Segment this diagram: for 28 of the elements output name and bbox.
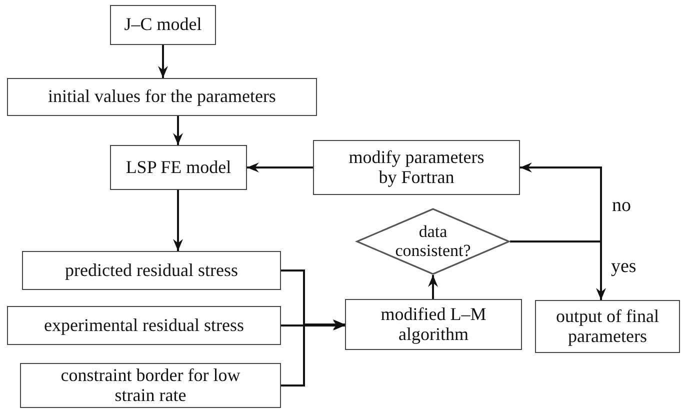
box-label: J–C model [124, 15, 202, 35]
arrow [510, 240, 606, 300]
process-box [22, 251, 281, 290]
box-label: constraint border for low strain rate [60, 366, 242, 406]
box-label: modified L–M algorithm [380, 304, 488, 344]
arrow [173, 116, 183, 145]
process-box [7, 78, 317, 116]
box-label: experimental residual stress [44, 316, 244, 336]
process-box [535, 300, 680, 353]
box-label: data consistent? [394, 222, 472, 260]
arrow [173, 190, 183, 251]
arrow [247, 162, 313, 172]
process-box [7, 306, 281, 345]
process-box [110, 5, 216, 45]
process-box [110, 145, 247, 190]
box-label: modify parameters by Fortran [348, 148, 486, 188]
box-label: predicted residual stress [65, 260, 238, 280]
box-label: initial values for the parameters [48, 87, 276, 107]
arrow [281, 320, 345, 330]
arrow [281, 320, 345, 386]
decision-diamond [356, 208, 510, 275]
process-box [313, 140, 520, 195]
arrow [428, 275, 438, 299]
process-box [20, 363, 281, 408]
box-label: LSP FE model [126, 158, 232, 178]
box-label: output of final parameters [555, 306, 660, 346]
arrow [158, 45, 168, 78]
process-box [345, 299, 522, 350]
